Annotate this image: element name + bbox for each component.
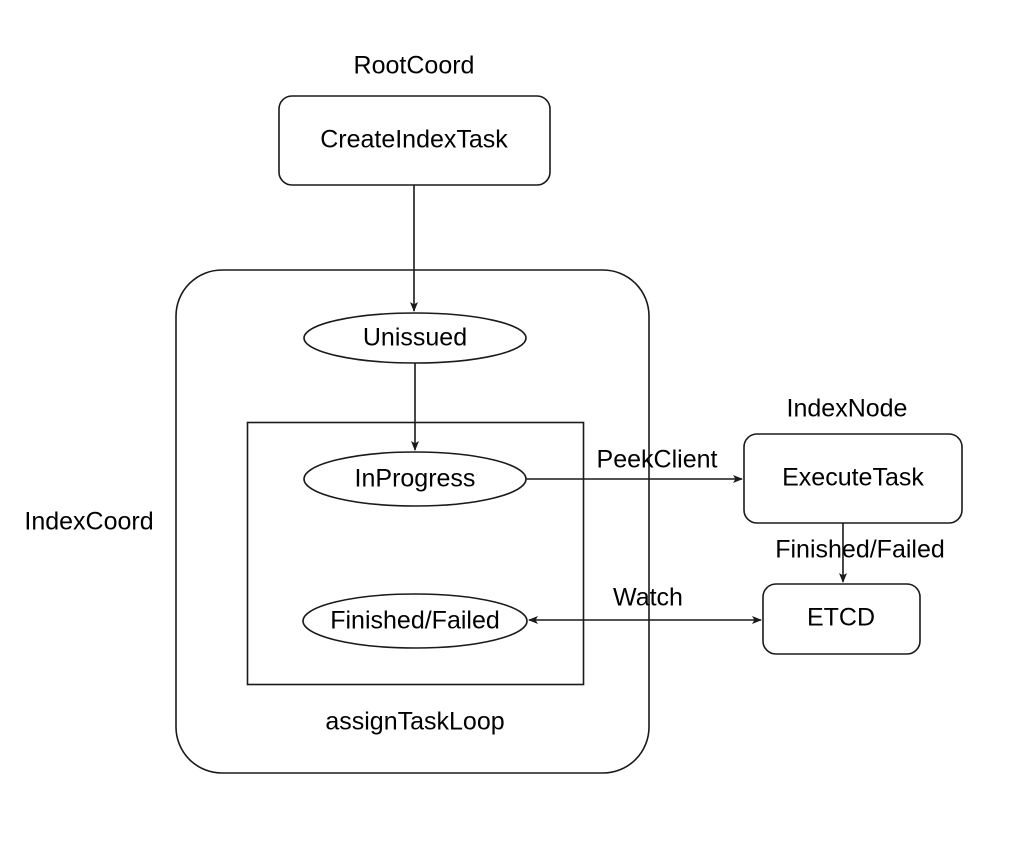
node-execute-task-label: ExecuteTask bbox=[782, 464, 924, 492]
group-index-node-label: IndexNode bbox=[787, 395, 908, 423]
node-etcd[interactable] bbox=[762, 583, 921, 655]
node-in-progress-label: InProgress bbox=[355, 465, 476, 493]
node-finished-failed-state[interactable] bbox=[302, 593, 528, 649]
edge-watch-label: Watch bbox=[613, 584, 683, 612]
edge-peekclient-label: PeekClient bbox=[597, 446, 718, 474]
node-execute-task[interactable] bbox=[743, 433, 963, 524]
group-index-coord-label: IndexCoord bbox=[24, 508, 153, 536]
group-assign-task-loop-label: assignTaskLoop bbox=[325, 708, 504, 736]
node-etcd-label: ETCD bbox=[807, 604, 875, 632]
node-unissued-label: Unissued bbox=[363, 324, 467, 352]
edge-finished-failed-label: Finished/Failed bbox=[775, 536, 945, 564]
group-root-coord-label: RootCoord bbox=[354, 52, 475, 80]
node-finished-failed-state-label: Finished/Failed bbox=[330, 607, 500, 635]
node-create-index-task-label: CreateIndexTask bbox=[320, 126, 508, 154]
group-index-coord-boundary bbox=[175, 269, 650, 774]
